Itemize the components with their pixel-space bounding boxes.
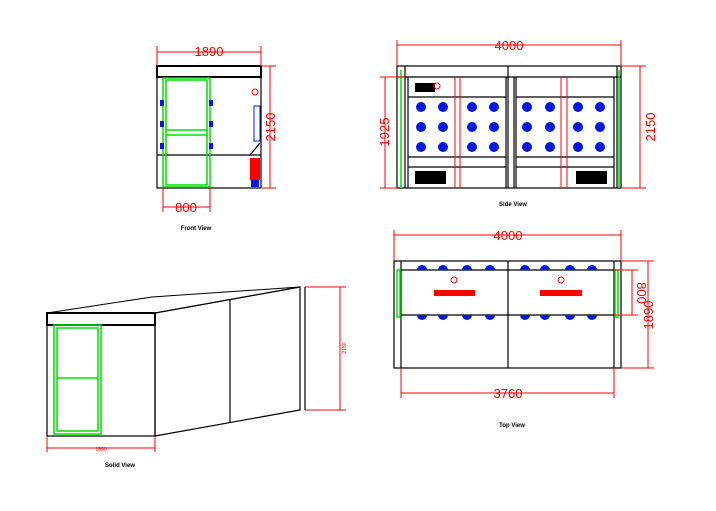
button-icon <box>433 82 441 90</box>
front-height-dim: 2150 <box>263 113 278 142</box>
solid-view: 2150 1890 Solid View <box>46 286 348 469</box>
side-view-label: Side View <box>499 202 527 208</box>
front-door-dim: 800 <box>175 200 197 215</box>
fire-box <box>250 158 260 180</box>
side-width-dim: 4000 <box>495 38 524 53</box>
button-icon <box>251 88 259 96</box>
front-view-label: Front View <box>181 226 212 232</box>
top-door-dim: 800 <box>634 282 649 304</box>
top-view: 4000 800 1890 3760 Top View <box>393 228 656 429</box>
red-bar <box>434 290 475 296</box>
red-bar <box>540 290 582 296</box>
display-panel <box>415 83 435 92</box>
solid-width-dim: 1890 <box>95 447 106 453</box>
nozzle-icons <box>416 102 605 152</box>
top-inner-width-dim: 3760 <box>494 386 523 401</box>
button-icon <box>557 276 565 284</box>
top-view-label: Top View <box>499 423 525 429</box>
control-panel <box>253 105 261 142</box>
solid-height-dim: 2150 <box>342 342 348 353</box>
button-icon <box>450 276 458 284</box>
side-height-dim: 2150 <box>643 113 658 142</box>
door <box>53 324 102 435</box>
front-view: 1890 2150 800 Front View <box>156 44 278 232</box>
top-depth-dim: 1890 <box>641 301 656 330</box>
nozzle-icons <box>160 100 213 149</box>
top-width-dim: 4000 <box>494 228 523 243</box>
front-width-dim: 1890 <box>195 44 224 59</box>
solid-view-label: Solid View <box>105 463 135 469</box>
side-view: 4000 1925 2150 Side View <box>377 38 658 208</box>
side-inner-height-dim: 1925 <box>377 118 392 147</box>
vent <box>576 171 607 184</box>
vent <box>415 171 446 184</box>
door <box>162 77 211 188</box>
